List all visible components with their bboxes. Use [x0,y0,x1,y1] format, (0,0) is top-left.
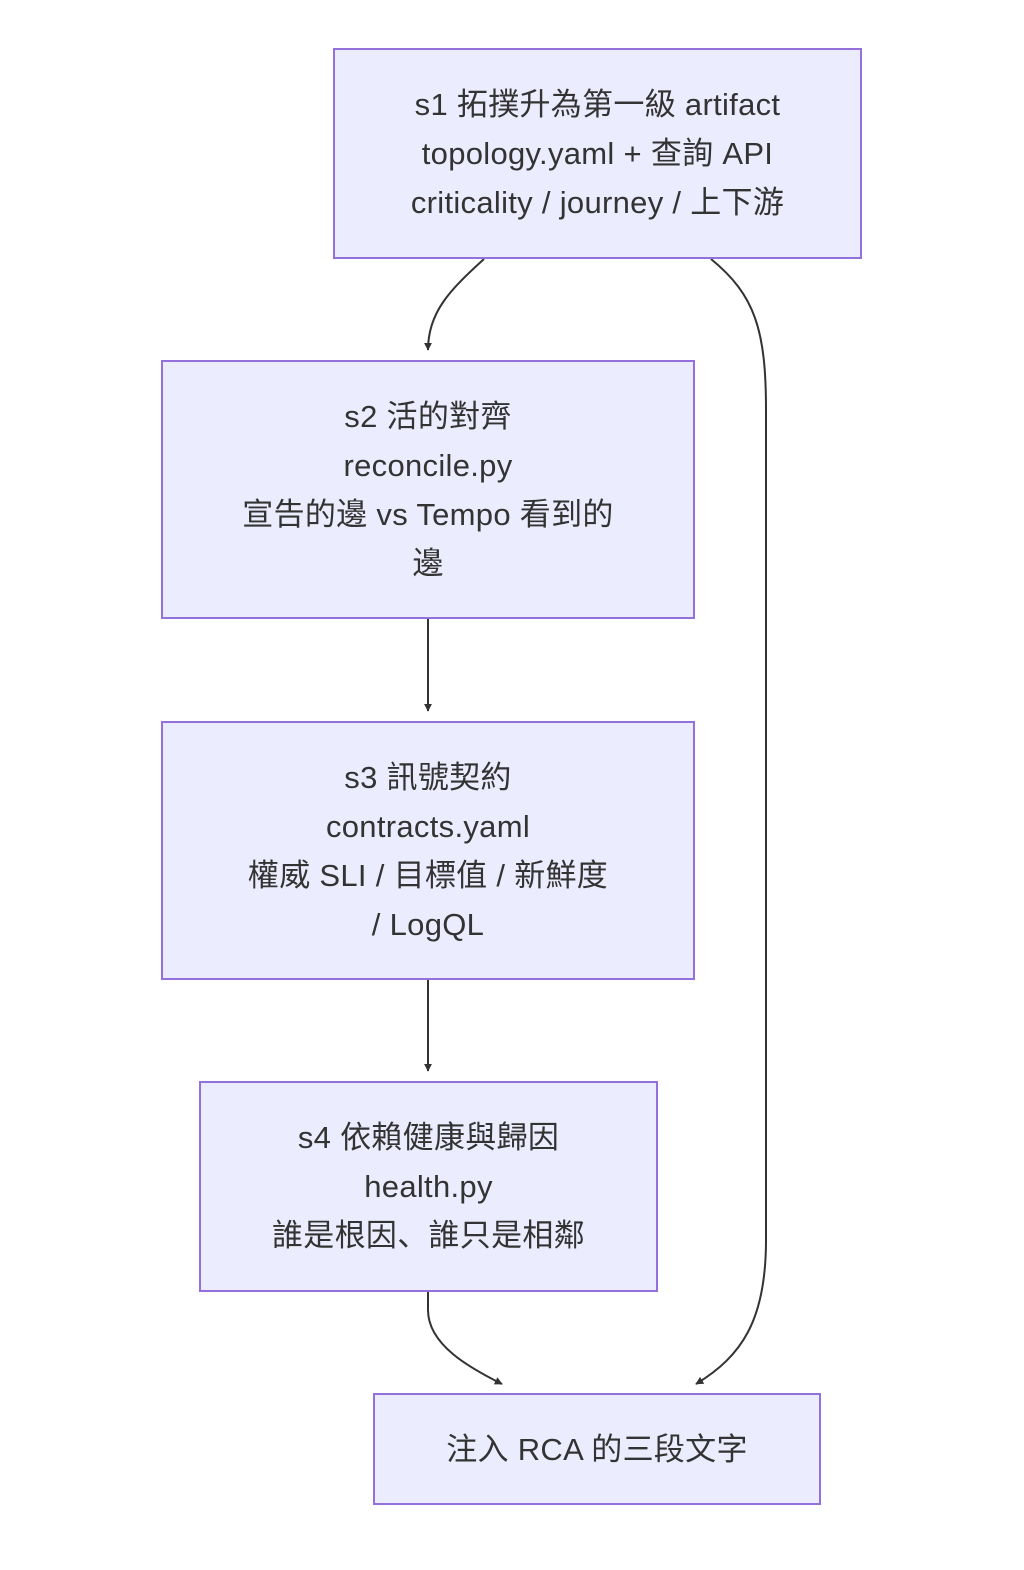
node-s3-contracts: s3 訊號契約 contracts.yaml 權威 SLI / 目標值 / 新鮮… [161,721,695,980]
node-s3-line-2: contracts.yaml [325,808,531,844]
node-s1-line-1: s1 拓撲升為第一級 artifact [414,87,781,122]
node-s1-line-2: topology.yaml + 查詢 API [421,136,774,171]
node-s3-line-4: / LogQL [371,906,485,942]
node-s2-line-4: 邊 [412,545,444,581]
node-s4-line-2: health.py [364,1169,493,1204]
node-output-rca: 注入 RCA 的三段文字 [373,1393,821,1505]
node-s3-line-1: s3 訊號契約 [344,759,512,795]
edge-s1-to-s2 [424,258,485,351]
node-s1-topology: s1 拓撲升為第一級 artifact topology.yaml + 查詢 A… [333,48,862,259]
node-s2-line-2: reconcile.py [343,447,513,483]
node-s1-line-3: criticality / journey / 上下游 [410,185,785,220]
edge-s4-to-out [427,1292,503,1385]
node-s4-health: s4 依賴健康與歸因 health.py 誰是根因、誰只是相鄰 [199,1081,658,1292]
node-output-line-1: 注入 RCA 的三段文字 [446,1431,748,1467]
edge-s1-to-out [695,258,767,1385]
node-s2-line-3: 宣告的邊 vs Tempo 看到的 [242,496,614,532]
node-s3-line-3: 權威 SLI / 目標值 / 新鮮度 [247,857,609,893]
node-s2-reconcile: s2 活的對齊 reconcile.py 宣告的邊 vs Tempo 看到的 邊 [161,360,695,619]
node-s4-line-1: s4 依賴健康與歸因 [297,1120,560,1155]
node-s4-line-3: 誰是根因、誰只是相鄰 [272,1218,585,1253]
node-s2-line-1: s2 活的對齊 [344,398,512,434]
